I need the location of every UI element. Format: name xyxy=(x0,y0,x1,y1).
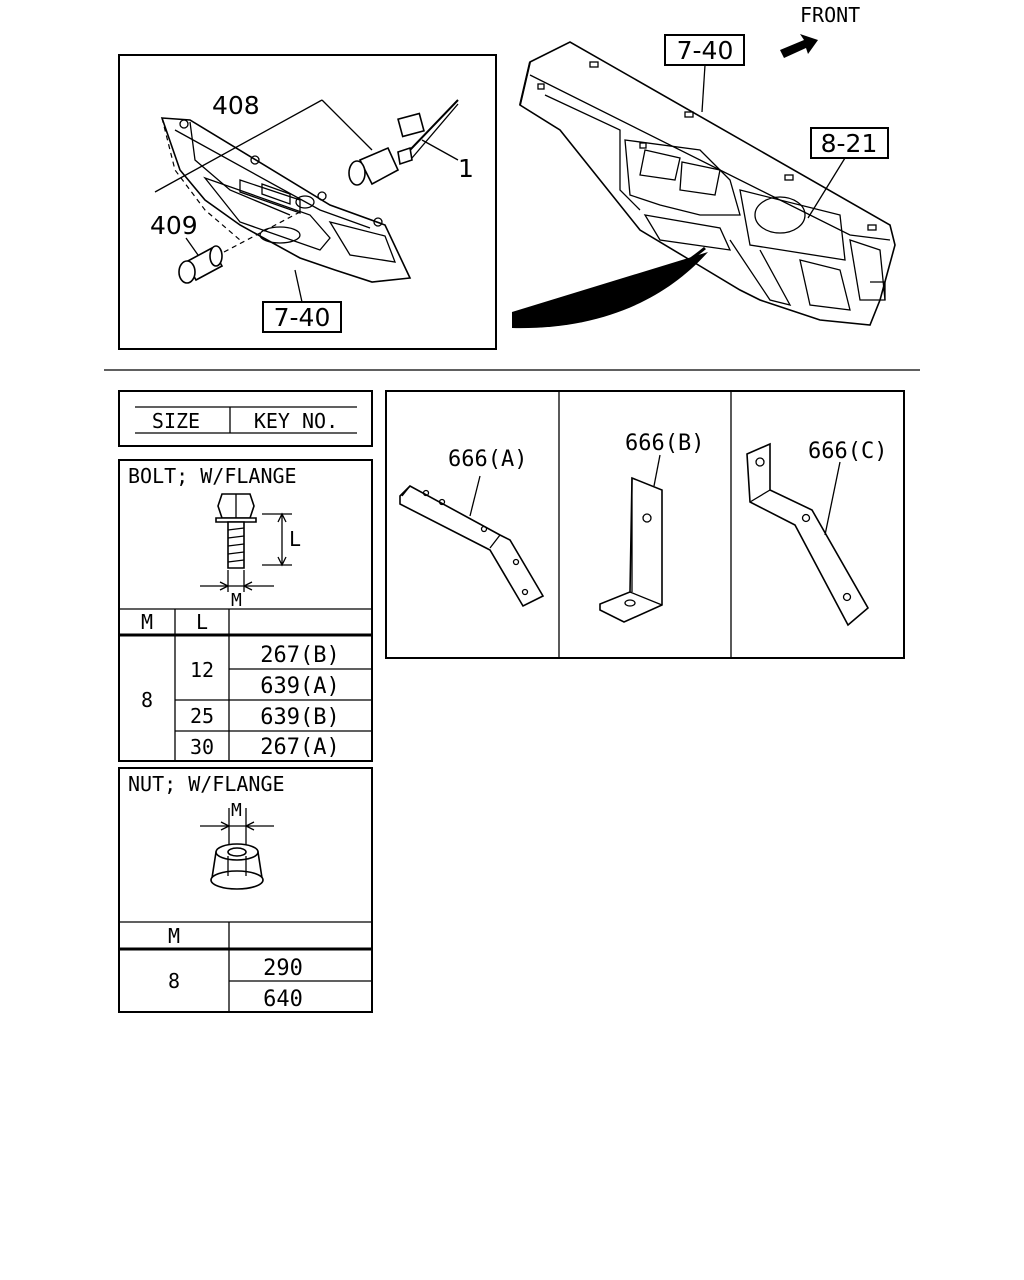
bolt-row-key: 267(A) xyxy=(260,735,339,760)
flange-bolt-icon xyxy=(200,493,292,592)
lighter-assembly-figure: 408 1 409 7-40 xyxy=(118,54,497,350)
lighter-plug-part xyxy=(178,211,301,284)
bracket-666a-label: 666(A) xyxy=(448,447,527,472)
bracket-666c-label: 666(C) xyxy=(808,439,887,464)
callout-409: 409 xyxy=(150,211,198,240)
ref-box-7-40-left xyxy=(262,301,342,333)
nut-dim-m: M xyxy=(231,800,242,821)
location-arrow-icon xyxy=(512,252,708,329)
ref-box-8-21-label: 8-21 xyxy=(821,129,878,158)
dashboard-body xyxy=(519,41,896,326)
nut-col-m: M xyxy=(168,924,180,948)
bolt-row-key: 267(B) xyxy=(260,643,339,668)
front-arrow-icon xyxy=(780,34,818,58)
bolt-row-key: 639(B) xyxy=(260,705,339,730)
ref-box-7-40-right xyxy=(664,34,745,66)
ref-box-7-40-left-label: 7-40 xyxy=(274,303,331,332)
figure-frame-left xyxy=(118,54,497,350)
callout-1: 1 xyxy=(458,154,474,183)
bracket-666c-part xyxy=(746,442,870,627)
bracket-666a-part xyxy=(399,475,545,608)
dash-panel-part xyxy=(160,117,412,283)
size-key-header: SIZE KEY NO. xyxy=(118,390,373,447)
bolt-row-l: 25 xyxy=(190,704,214,728)
dashboard-overview-figure: FRONT xyxy=(511,3,896,329)
bracket-666b-label: 666(B) xyxy=(625,431,704,456)
nut-table: NUT; W/FLANGE M M 8 290 640 xyxy=(118,767,373,1013)
key-no-label: KEY NO. xyxy=(254,409,338,433)
bolt-m-value: 8 xyxy=(141,688,153,712)
size-label: SIZE xyxy=(152,409,200,433)
nut-title: NUT; W/FLANGE xyxy=(128,772,285,796)
bolt-title: BOLT; W/FLANGE xyxy=(128,464,297,488)
bolt-row-l: 30 xyxy=(190,735,214,759)
bolt-col-l: L xyxy=(196,610,208,634)
callout-408: 408 xyxy=(212,91,260,120)
flange-nut-icon xyxy=(200,808,274,890)
nut-key: 640 xyxy=(263,987,303,1012)
bolt-col-m: M xyxy=(141,610,153,634)
nut-key: 290 xyxy=(263,956,303,981)
front-label: FRONT xyxy=(800,3,860,27)
bolt-table: BOLT; W/FLANGE L M M L 8 12 xyxy=(118,459,373,762)
ref-box-8-21 xyxy=(810,127,889,159)
bracket-666b-part xyxy=(599,454,663,623)
lighter-socket-part xyxy=(348,99,459,186)
bolt-row-key: 639(A) xyxy=(260,674,339,699)
bolt-dim-m: M xyxy=(231,590,242,611)
ref-box-7-40-right-label: 7-40 xyxy=(677,36,734,65)
bolt-row-l: 12 xyxy=(190,658,214,682)
brackets-panel: 666(A) 666(B) 666(C) xyxy=(385,390,905,659)
bolt-dim-l: L xyxy=(289,527,301,551)
nut-m-value: 8 xyxy=(168,969,180,993)
